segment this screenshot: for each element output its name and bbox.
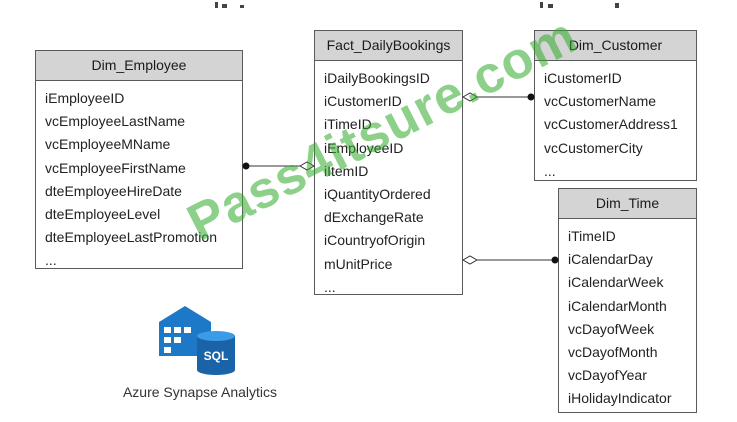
relationship-fact-time [461, 255, 559, 265]
field-row: dteEmployeeLevel [45, 205, 161, 222]
field-row: dteEmployeeHireDate [45, 182, 182, 199]
field-row: iHolidayIndicator [568, 390, 672, 407]
field-row: iCustomerID [324, 93, 402, 110]
fact-dailybookings-fields: iDailyBookingsID iCustomerID iTimeID iEmplo… [315, 61, 462, 299]
field-row: dteEmployeeLastPromotion [45, 229, 217, 246]
dim-customer-title: Dim_Customer [535, 31, 696, 61]
field-row: vcCustomerAddress1 [544, 116, 678, 133]
field-row: ... [544, 162, 556, 179]
field-row: ... [45, 252, 57, 269]
cropped-text-fragment [215, 2, 619, 8]
azure-synapse-sql-icon: SQL [159, 306, 235, 375]
field-row: vcEmployeeMName [45, 136, 171, 153]
dim-employee-fields: iEmployeeID vcEmployeeLastName vcEmployeeM… [36, 81, 242, 273]
field-row: iCalendarWeek [568, 274, 664, 291]
field-row: vcCustomerCity [544, 139, 643, 156]
field-row: vcEmployeeLastName [45, 113, 186, 130]
field-row: iDailyBookingsID [324, 70, 430, 86]
field-row: dExchangeRate [324, 209, 424, 226]
field-row: vcDayofWeek [568, 320, 655, 337]
dim-employee-title: Dim_Employee [36, 51, 242, 81]
dim-customer-table: Dim_Customer iCustomerID vcCustomerName vc… [534, 30, 697, 181]
field-row: iTimeID [568, 228, 616, 244]
logo-caption: Azure Synapse Analytics [122, 384, 278, 400]
dim-employee-table: Dim_Employee iEmployeeID vcEmployeeLastNa… [35, 50, 243, 269]
field-row: iTimeID [324, 116, 372, 133]
field-row: vcDayofMonth [568, 343, 658, 360]
field-row: iQuantityOrdered [324, 185, 431, 202]
field-row: vcEmployeeFirstName [45, 159, 186, 176]
dim-time-table: Dim_Time iTimeID iCalendarDay iCalendarWee… [558, 188, 697, 413]
field-row: iItemID [324, 162, 369, 179]
svg-text:SQL: SQL [204, 349, 229, 363]
many-end-marker [461, 255, 479, 265]
field-row: iCalendarDay [568, 251, 653, 268]
field-row: iCustomerID [544, 70, 622, 86]
field-row: ... [324, 278, 336, 295]
dim-time-title: Dim_Time [559, 189, 696, 219]
dim-customer-fields: iCustomerID vcCustomerName vcCustomerAddre… [535, 61, 696, 183]
field-row: iCountryofOrigin [324, 232, 426, 249]
field-row: vcDayofYear [568, 367, 647, 384]
fact-dailybookings-title: Fact_DailyBookings [315, 31, 462, 61]
dim-time-fields: iTimeID iCalendarDay iCalendarWeek iCalenda… [559, 219, 696, 411]
field-row: iEmployeeID [45, 90, 125, 106]
field-row: iEmployeeID [324, 139, 404, 156]
field-row: vcCustomerName [544, 93, 657, 110]
field-row: mUnitPrice [324, 255, 393, 272]
field-row: iCalendarMonth [568, 297, 667, 314]
fact-dailybookings-table: Fact_DailyBookings iDailyBookingsID iCust… [314, 30, 463, 295]
